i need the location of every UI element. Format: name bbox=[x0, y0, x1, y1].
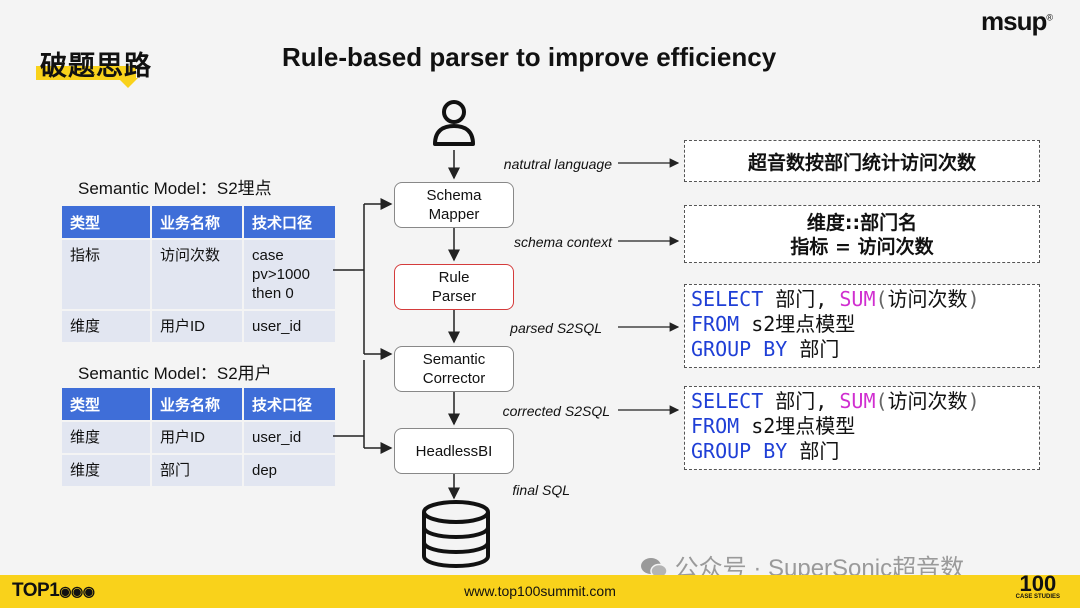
table-cell: user_id bbox=[244, 422, 335, 453]
table-cell: 部门 bbox=[152, 455, 242, 486]
user-icon bbox=[433, 100, 475, 146]
table-cell: 维度 bbox=[62, 422, 150, 453]
model-label-tracking: Semantic Model：S2埋点 bbox=[78, 179, 272, 198]
slide-title: Rule-based parser to improve efficiency bbox=[282, 42, 777, 72]
footer-bar bbox=[0, 575, 1080, 608]
table-header-row: 类型 业务名称 技术口径 bbox=[62, 206, 335, 238]
node-rule-parser: Rule Parser bbox=[394, 264, 514, 310]
table-header-row: 类型 业务名称 技术口径 bbox=[62, 388, 335, 420]
table-cell: case pv>1000 then 0 bbox=[244, 240, 335, 309]
column-header: 技术口径 bbox=[244, 206, 335, 238]
top100-logo: TOP1◉◉◉ bbox=[12, 580, 95, 601]
table-cell: dep bbox=[244, 455, 335, 486]
column-header: 类型 bbox=[62, 206, 150, 238]
table-row: 维度 用户ID user_id bbox=[62, 311, 335, 342]
table-row: 维度 用户ID user_id bbox=[62, 422, 335, 453]
parsed-sql-box: SELECT 部门, SUM(访问次数) FROM s2埋点模型 GROUP B… bbox=[684, 284, 1040, 368]
edge-label-parsed-s2sql: parsed S2SQL bbox=[510, 320, 602, 336]
context-metric: 指标 = 访问次数 bbox=[790, 236, 934, 258]
nl-query-box: 超音数按部门统计访问次数 bbox=[684, 140, 1040, 182]
sql-code: SELECT 部门, SUM(访问次数) FROM s2埋点模型 GROUP B… bbox=[691, 389, 980, 463]
brand-logo: msup® bbox=[981, 6, 1053, 36]
table-cell: 维度 bbox=[62, 455, 150, 486]
column-header: 业务名称 bbox=[152, 206, 242, 238]
footer-url: www.top100summit.com bbox=[464, 583, 616, 599]
sql-code: SELECT 部门, SUM(访问次数) FROM s2埋点模型 GROUP B… bbox=[691, 287, 980, 361]
wechat-icon bbox=[641, 558, 668, 579]
edge-label-schema-context: schema context bbox=[513, 234, 612, 250]
table-cell: 访问次数 bbox=[152, 240, 242, 309]
edge-label-natural-language: natutral language bbox=[503, 156, 612, 172]
context-dimension: 维度::部门名 bbox=[806, 212, 918, 234]
edge-label-corrected-s2sql: corrected S2SQL bbox=[502, 403, 610, 419]
column-header: 技术口径 bbox=[244, 388, 335, 420]
table-row: 指标 访问次数 case pv>1000 then 0 bbox=[62, 240, 335, 309]
database-icon bbox=[422, 500, 490, 568]
column-header: 类型 bbox=[62, 388, 150, 420]
schema-context-box: 维度::部门名 指标 = 访问次数 bbox=[684, 205, 1040, 263]
table-row: 维度 部门 dep bbox=[62, 455, 335, 486]
table-cell: 维度 bbox=[62, 311, 150, 342]
table-cell: 用户ID bbox=[152, 311, 242, 342]
nl-query-text: 超音数按部门统计访问次数 bbox=[747, 151, 976, 174]
column-header: 业务名称 bbox=[152, 388, 242, 420]
semantic-model-table-tracking: 类型 业务名称 技术口径 指标 访问次数 case pv>1000 then 0… bbox=[60, 204, 337, 344]
node-schema-mapper: Schema Mapper bbox=[394, 182, 514, 228]
node-headless-bi: HeadlessBI bbox=[394, 428, 514, 474]
node-semantic-corrector: Semantic Corrector bbox=[394, 346, 514, 392]
table-cell: 指标 bbox=[62, 240, 150, 309]
section-title: 破题思路 bbox=[36, 44, 152, 88]
corrected-sql-box: SELECT 部门, SUM(访问次数) FROM s2埋点模型 GROUP B… bbox=[684, 386, 1040, 470]
edge-label-final-sql: final SQL bbox=[512, 482, 570, 498]
semantic-model-table-user: 类型 业务名称 技术口径 维度 用户ID user_id 维度 部门 dep bbox=[60, 386, 337, 488]
table-cell: 用户ID bbox=[152, 422, 242, 453]
table-cell: user_id bbox=[244, 311, 335, 342]
model-label-user: Semantic Model：S2用户 bbox=[78, 364, 272, 383]
section-title-text: 破题思路 bbox=[40, 51, 152, 82]
